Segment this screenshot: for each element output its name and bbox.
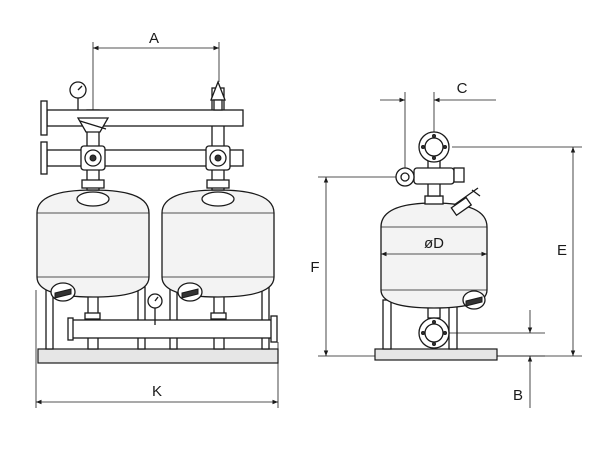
front-view: A K (35, 30, 279, 408)
dimension-b: B (449, 310, 545, 408)
label-e: E (557, 242, 567, 259)
label-d: øD (424, 235, 444, 252)
dimension-k: K (35, 290, 279, 408)
pressure-gauge-icon (69, 81, 87, 110)
pressure-gauge-icon (147, 293, 163, 325)
dimension-a: A (92, 30, 220, 110)
front-bottom-pipe (67, 312, 278, 343)
left-tank (36, 189, 150, 298)
label-c: C (457, 80, 468, 97)
dimension-f: F (310, 176, 396, 357)
front-risers (81, 87, 230, 191)
side-view: C øD E F B (310, 80, 582, 408)
valve-icon (80, 145, 106, 171)
valve-icon (205, 145, 231, 171)
front-base-frame (37, 348, 279, 364)
label-a: A (149, 30, 159, 47)
valve-icon (462, 290, 486, 310)
label-f: F (310, 259, 319, 276)
right-tank (161, 189, 275, 298)
side-top-piping (395, 131, 465, 197)
dimension-c: C (380, 80, 496, 168)
label-b: B (513, 387, 523, 404)
valve-icon (50, 282, 76, 302)
valve-icon (177, 282, 203, 302)
bottom-outlet-flange (418, 301, 450, 349)
air-vent-icon (450, 187, 481, 217)
valve-icon (76, 117, 110, 133)
side-base-frame (374, 348, 498, 361)
dimension-d: øD (381, 235, 487, 257)
air-vent-icon (210, 80, 226, 111)
label-k: K (152, 383, 162, 400)
